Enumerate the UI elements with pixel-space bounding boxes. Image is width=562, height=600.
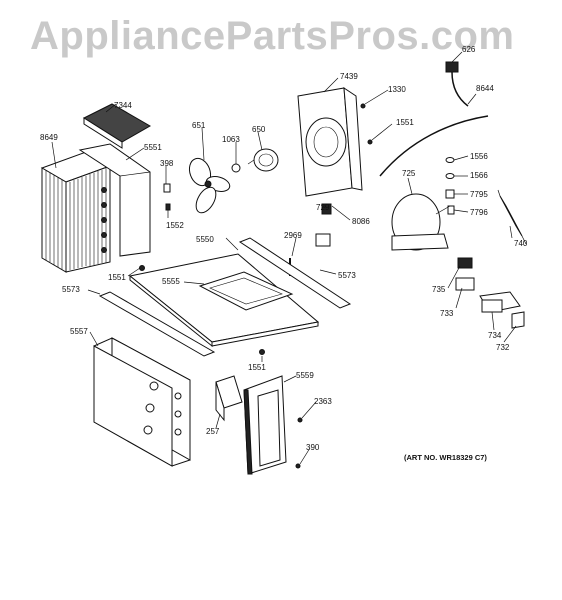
callout-5555: 5555: [162, 277, 180, 286]
callout-1551-top: 1551: [396, 118, 414, 127]
callout-7344: 7344: [114, 101, 132, 110]
callout-1556: 1556: [470, 152, 488, 161]
callout-740: 740: [514, 239, 528, 248]
leader-lines: [51, 51, 517, 465]
callout-8649: 8649: [40, 133, 58, 142]
callout-8086: 8086: [352, 217, 370, 226]
callout-8644: 8644: [476, 84, 494, 93]
drier-part: [497, 189, 527, 245]
fan-housing-part: [297, 87, 363, 197]
relay-part: [315, 203, 332, 247]
callout-733: 733: [440, 309, 454, 318]
callout-2969: 2969: [284, 231, 302, 240]
callout-1552: 1552: [166, 221, 184, 230]
callout-labels: 626 7439 1330 8644 7344 651 1063 650 155…: [40, 45, 528, 462]
callout-7795: 7795: [470, 190, 488, 199]
callout-5573-right: 5573: [338, 271, 356, 280]
callout-651: 651: [192, 121, 206, 130]
callout-398: 398: [160, 159, 174, 168]
screw-parts: [360, 103, 373, 145]
callout-1330: 1330: [388, 85, 406, 94]
lower-screw-parts: [139, 265, 265, 355]
condenser-coil-part: [40, 151, 112, 273]
clip-part: [231, 163, 241, 173]
callout-1551-mid: 1551: [108, 273, 126, 282]
callout-732: 732: [496, 343, 510, 352]
callout-650: 650: [252, 125, 266, 134]
callout-7439: 7439: [340, 72, 358, 81]
callout-2363: 2363: [314, 397, 332, 406]
rail-parts: [98, 237, 352, 357]
art-number: (ART NO. WR18329 C7): [404, 453, 487, 462]
watermark-logo: AppliancePartsPros.com: [30, 14, 515, 58]
callout-729: 729: [316, 203, 330, 212]
callout-5550: 5550: [196, 235, 214, 244]
callout-5559: 5559: [296, 371, 314, 380]
callout-257: 257: [206, 427, 220, 436]
callout-735: 735: [432, 285, 446, 294]
front-panel-part: [93, 337, 191, 467]
grommet-parts: [445, 157, 455, 215]
callout-1551-low: 1551: [248, 363, 266, 372]
fan-motor-part: [247, 148, 279, 172]
callout-390: 390: [306, 443, 320, 452]
callout-5573-left: 5573: [62, 285, 80, 294]
panel-screw-parts: [295, 417, 303, 469]
callout-1063: 1063: [222, 135, 240, 144]
callout-734: 734: [488, 331, 502, 340]
fastener-parts: [163, 183, 171, 211]
side-panel-part: [243, 375, 287, 475]
callout-5551: 5551: [144, 143, 162, 152]
callout-1566: 1566: [470, 171, 488, 180]
overload-part: [455, 257, 525, 329]
inner-pan-part: [198, 271, 294, 311]
fan-blade-part: [188, 157, 231, 214]
callout-725: 725: [402, 169, 416, 178]
control-box-part: [215, 375, 243, 422]
shroud-part: [78, 143, 151, 257]
callout-7796: 7796: [470, 208, 488, 217]
compressor-part: [391, 193, 451, 251]
callout-5557: 5557: [70, 327, 88, 336]
callout-626: 626: [462, 45, 476, 54]
filter-strip-part: [82, 103, 152, 149]
